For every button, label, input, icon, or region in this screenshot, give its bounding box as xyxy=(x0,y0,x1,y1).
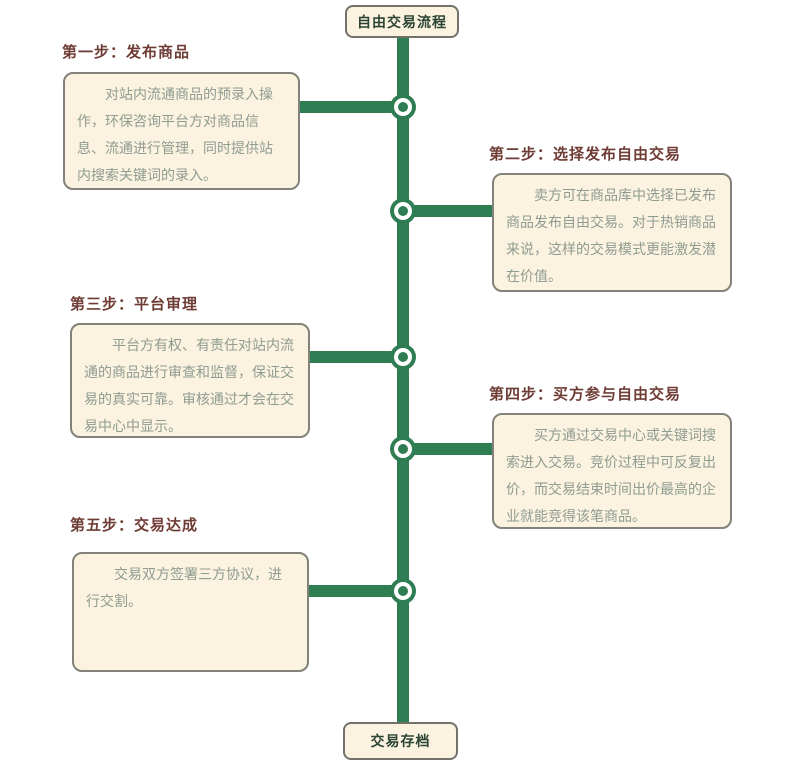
start-terminal: 自由交易流程 xyxy=(345,5,459,38)
connector-step-3 xyxy=(309,351,398,363)
step-3-description: 平台方有权、有责任对站内流通的商品进行审查和监督，保证交易的真实可靠。审核通过才… xyxy=(84,338,294,435)
timeline-node-3 xyxy=(390,344,416,370)
step-2-description: 卖方可在商品库中选择已发布商品发布自由交易。对于热销商品来说，这样的交易模式更能… xyxy=(506,188,716,285)
timeline-node-5 xyxy=(390,578,416,604)
step-2-description-box: 卖方可在商品库中选择已发布商品发布自由交易。对于热销商品来说，这样的交易模式更能… xyxy=(492,173,732,292)
start-terminal-label: 自由交易流程 xyxy=(357,14,447,31)
step-4-description: 买方通过交易中心或关键词搜索进入交易。竞价过程中可反复出价，而交易结束时间出价最… xyxy=(506,428,716,525)
timeline-node-1 xyxy=(390,94,416,120)
step-1-heading: 第一步：发布商品 xyxy=(62,43,191,61)
step-1-description: 对站内流通商品的预录入操作，环保咨询平台方对商品信息、流通进行管理，同时提供站内… xyxy=(77,87,273,184)
step-5-description-box: 交易双方签署三方协议，进行交割。 xyxy=(72,552,309,672)
timeline-node-ring xyxy=(394,202,412,220)
end-terminal-label: 交易存档 xyxy=(370,734,431,750)
connector-step-2 xyxy=(409,205,492,217)
timeline-node-ring xyxy=(394,582,412,600)
step-5-heading: 第五步：交易达成 xyxy=(70,516,199,534)
step-3-description-box: 平台方有权、有责任对站内流通的商品进行审查和监督，保证交易的真实可靠。审核通过才… xyxy=(70,323,310,438)
step-4-description-box: 买方通过交易中心或关键词搜索进入交易。竞价过程中可反复出价，而交易结束时间出价最… xyxy=(492,413,732,529)
connector-step-5 xyxy=(309,585,398,597)
timeline-node-2 xyxy=(390,198,416,224)
step-3-heading: 第三步：平台审理 xyxy=(70,295,199,313)
step-1-description-box: 对站内流通商品的预录入操作，环保咨询平台方对商品信息、流通进行管理，同时提供站内… xyxy=(63,72,300,190)
timeline-vertical-line xyxy=(397,36,409,726)
step-2-heading: 第二步：选择发布自由交易 xyxy=(489,145,682,163)
step-4-heading: 第四步：买方参与自由交易 xyxy=(489,385,682,403)
timeline-node-4 xyxy=(390,436,416,462)
connector-step-1 xyxy=(299,101,398,113)
timeline-node-ring xyxy=(394,348,412,366)
timeline-node-ring xyxy=(394,440,412,458)
timeline-node-ring xyxy=(394,98,412,116)
end-terminal: 交易存档 xyxy=(343,722,458,760)
step-5-description: 交易双方签署三方协议，进行交割。 xyxy=(86,567,282,610)
connector-step-4 xyxy=(409,443,492,455)
